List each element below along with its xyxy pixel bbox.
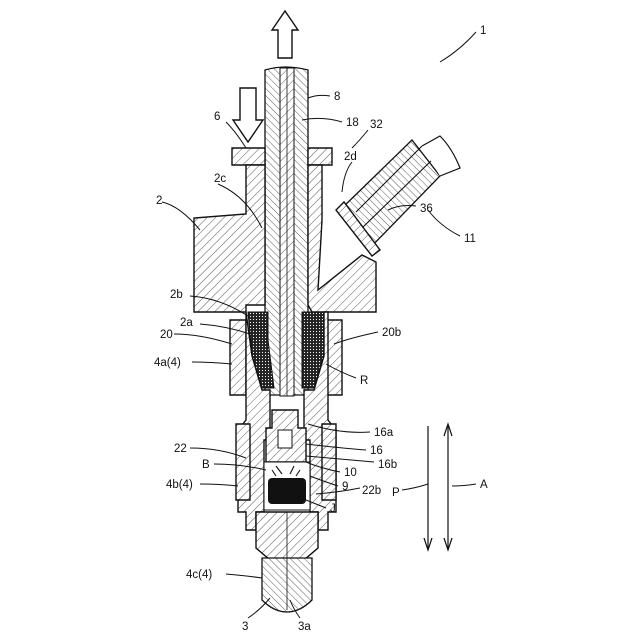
label-4c: 4c(4) (186, 569, 212, 581)
label-18: 18 (346, 117, 359, 129)
label-36: 36 (420, 203, 433, 215)
label-2b: 2b (170, 289, 183, 301)
label-3: 3 (242, 621, 248, 633)
label-8: 8 (334, 91, 340, 103)
direction-arrow-p (424, 426, 432, 550)
direction-arrow-a (444, 424, 452, 550)
label-2c: 2c (214, 173, 226, 185)
label-p: P (392, 487, 400, 499)
label-22: 22 (174, 443, 187, 455)
label-9: 9 (342, 481, 348, 493)
label-6: 6 (214, 111, 220, 123)
label-b: B (202, 459, 210, 471)
label-j: J (330, 503, 336, 515)
label-11: 11 (464, 233, 476, 245)
label-3a: 3a (298, 621, 311, 633)
nozzle-3 (256, 512, 318, 612)
label-4a: 4a(4) (154, 357, 181, 369)
label-r: R (360, 375, 368, 387)
label-a: A (480, 479, 488, 491)
label-2a: 2a (180, 317, 193, 329)
flow-up-arrow (272, 11, 298, 58)
label-16b: 16b (378, 459, 397, 471)
flow-down-arrow (233, 88, 263, 142)
label-32: 32 (370, 119, 383, 131)
label-16a: 16a (374, 427, 394, 439)
label-22b: 22b (362, 485, 381, 497)
plunger-16 (266, 410, 306, 462)
label-10: 10 (344, 467, 357, 479)
label-20b: 20b (382, 327, 401, 339)
label-16: 16 (370, 445, 383, 457)
label-4b: 4b(4) (166, 479, 193, 491)
label-20: 20 (160, 329, 173, 341)
label-2d: 2d (344, 151, 357, 163)
label-1: 1 (480, 25, 486, 37)
label-2: 2 (156, 195, 162, 207)
chamber-j (264, 462, 310, 510)
